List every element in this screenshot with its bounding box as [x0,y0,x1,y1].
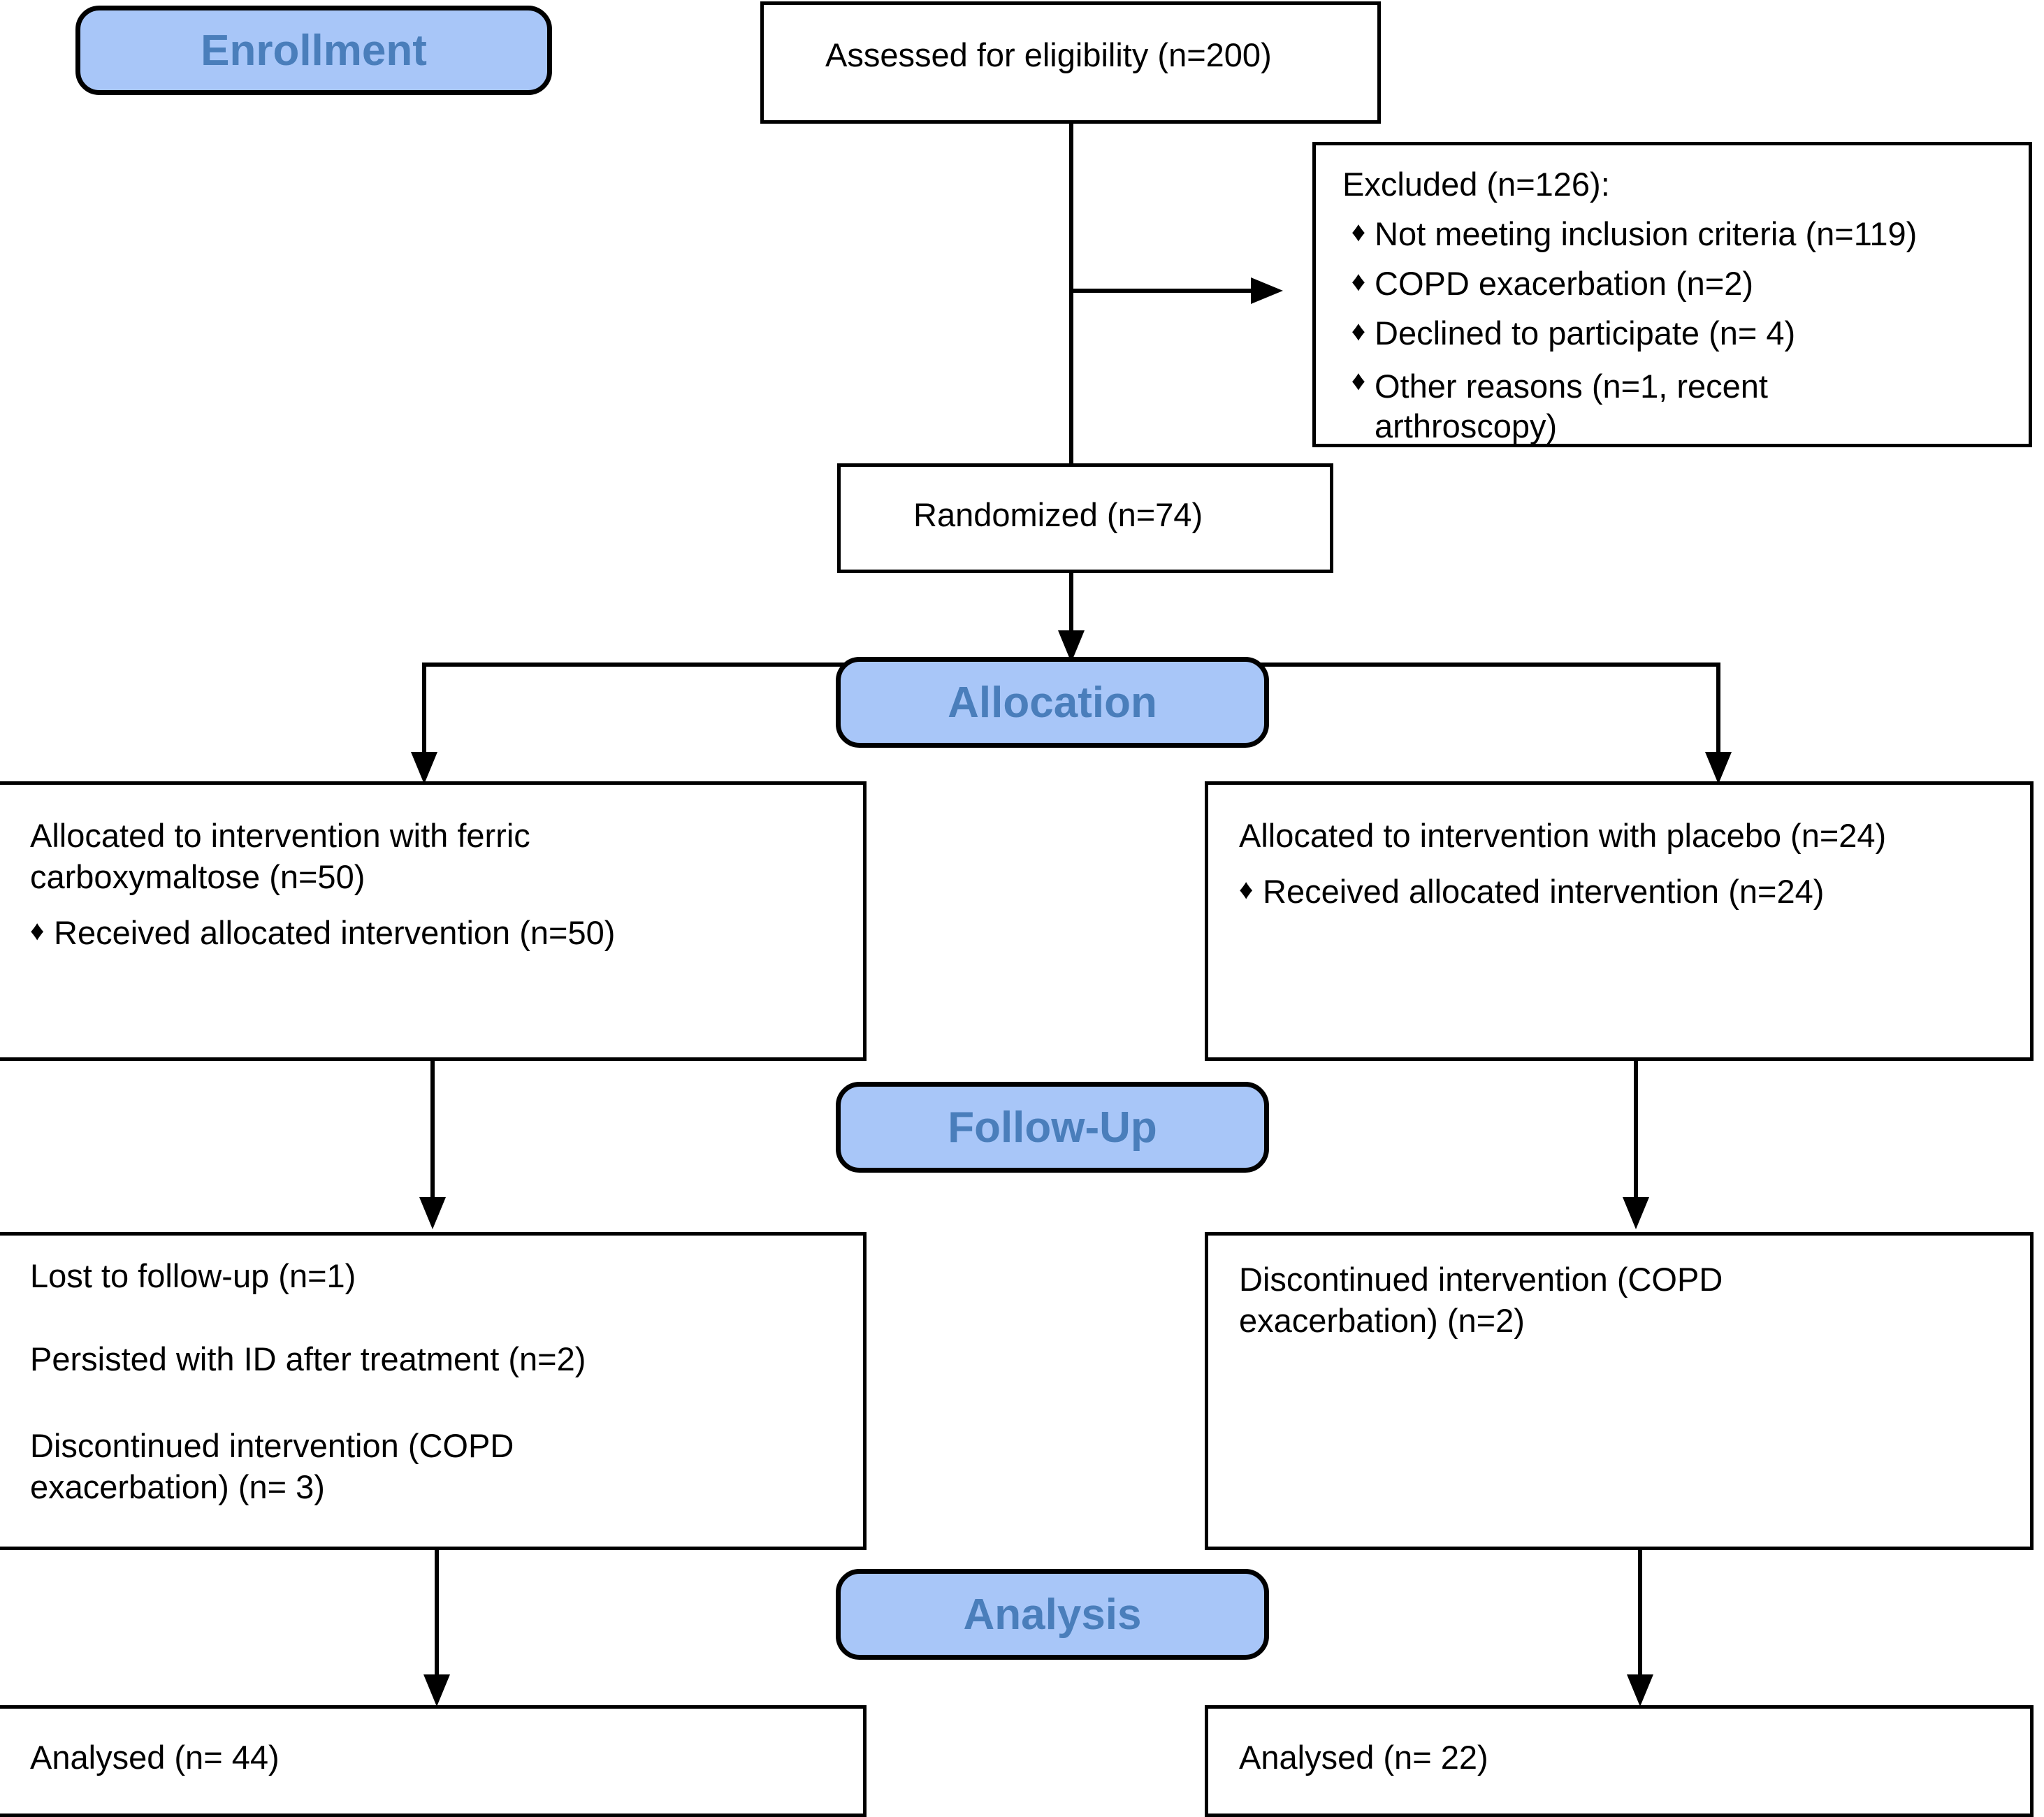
node-alloc-left-heading: Allocated to intervention with ferric ca… [30,817,530,895]
followup-left-line-2: Persisted with ID after treatment (n=2) [30,1340,586,1377]
node-assessed-for-eligibility: Assessed for eligibility (n=200) [760,1,1381,124]
stage-label-followup-text: Follow-Up [948,1103,1157,1152]
excluded-bullet-text: Declined to participate (n= 4) [1375,314,1796,352]
node-followup-right-content: Discontinued intervention (COPD exacerba… [1239,1259,2010,1342]
stage-label-followup: Follow-Up [836,1082,1269,1173]
diamond-bullet-icon: ♦ [1351,266,1366,297]
excluded-bullet-text: Other reasons (n=1, recent arthroscopy) [1375,368,1768,445]
connector-allocleft-to-followupleft [430,1061,435,1197]
node-excluded: Excluded (n=126): ♦ Not meeting inclusio… [1312,142,2032,447]
node-randomized: Randomized (n=74) [837,463,1333,573]
connector-allocright-arrowhead [1623,1197,1649,1229]
connector-split-right-down [1716,663,1720,756]
diamond-bullet-icon: ♦ [1351,365,1366,396]
stage-label-analysis: Analysis [836,1569,1269,1660]
node-followup-left: Lost to follow-up (n=1) Persisted with I… [0,1232,867,1550]
node-analysed-right-text: Analysed (n= 22) [1239,1739,1488,1776]
connector-randomized-down [1069,573,1073,630]
stage-label-enrollment: Enrollment [75,6,552,95]
excluded-bullet-item: ♦ COPD exacerbation (n=2) [1342,267,2009,300]
node-analysed-left-text: Analysed (n= 44) [30,1739,280,1776]
node-analysed-right: Analysed (n= 22) [1205,1705,2034,1817]
alloc-right-bullet-text: Received allocated intervention (n=24) [1263,872,1825,910]
diamond-bullet-icon: ♦ [1351,316,1366,347]
connector-split-left-down [422,663,426,756]
followup-left-line-3: Discontinued intervention (COPD exacerba… [30,1427,514,1505]
node-alloc-left-content: Allocated to intervention with ferric ca… [30,816,843,949]
excluded-bullet-item: ♦ Not meeting inclusion criteria (n=119) [1342,217,2009,250]
node-excluded-content: Excluded (n=126): ♦ Not meeting inclusio… [1342,168,2009,447]
connector-followupright-to-analysedright [1638,1550,1642,1674]
node-assessed-text: Assessed for eligibility (n=200) [825,36,1272,73]
excluded-bullet-text: Not meeting inclusion criteria (n=119) [1375,215,1918,252]
excluded-bullet-text: COPD exacerbation (n=2) [1375,265,1754,302]
alloc-left-bullet-text: Received allocated intervention (n=50) [54,913,616,951]
node-randomized-text: Randomized (n=74) [913,496,1203,533]
connector-allocright-to-followupright [1634,1061,1638,1197]
stage-label-analysis-text: Analysis [963,1590,1142,1639]
diamond-bullet-icon: ♦ [1351,217,1366,247]
excluded-bullet-item: ♦ Declined to participate (n= 4) [1342,317,2009,349]
node-analysed-left: Analysed (n= 44) [0,1705,867,1817]
connector-allocleft-arrowhead [419,1197,446,1229]
node-allocated-ferric-carboxymaltose: Allocated to intervention with ferric ca… [0,781,867,1061]
diamond-bullet-icon: ♦ [30,915,45,946]
node-followup-left-content: Lost to follow-up (n=1) Persisted with I… [30,1259,843,1508]
diamond-bullet-icon: ♦ [1239,874,1254,905]
node-followup-right: Discontinued intervention (COPD exacerba… [1205,1232,2034,1550]
alloc-left-bullet-item: ♦ Received allocated intervention (n=50) [30,916,843,949]
excluded-bullet-item: ♦ Other reasons (n=1, recent arthroscopy… [1342,366,2009,447]
stage-label-allocation: Allocation [836,657,1269,748]
connector-split-left-arrowhead [411,752,437,784]
node-alloc-right-heading: Allocated to intervention with placebo (… [1239,817,1887,854]
stage-label-allocation-text: Allocation [948,678,1157,727]
connector-followupleft-to-analysedleft [435,1550,439,1674]
node-excluded-heading: Excluded (n=126): [1342,166,1610,203]
connector-assessed-to-excluded-line [1069,289,1251,293]
node-allocated-placebo: Allocated to intervention with placebo (… [1205,781,2034,1061]
connector-followupleft-arrowhead [423,1674,450,1707]
connector-split-right-arrowhead [1705,752,1732,784]
connector-followupright-arrowhead [1627,1674,1653,1707]
stage-label-enrollment-text: Enrollment [201,26,427,75]
alloc-right-bullet-item: ♦ Received allocated intervention (n=24) [1239,875,2019,908]
node-alloc-right-content: Allocated to intervention with placebo (… [1239,816,2019,908]
connector-assessed-to-excluded-arrowhead [1251,277,1283,304]
followup-left-line-1: Lost to follow-up (n=1) [30,1257,356,1294]
connector-assessed-to-randomized [1069,124,1073,464]
followup-right-line-1: Discontinued intervention (COPD exacerba… [1239,1261,1723,1339]
